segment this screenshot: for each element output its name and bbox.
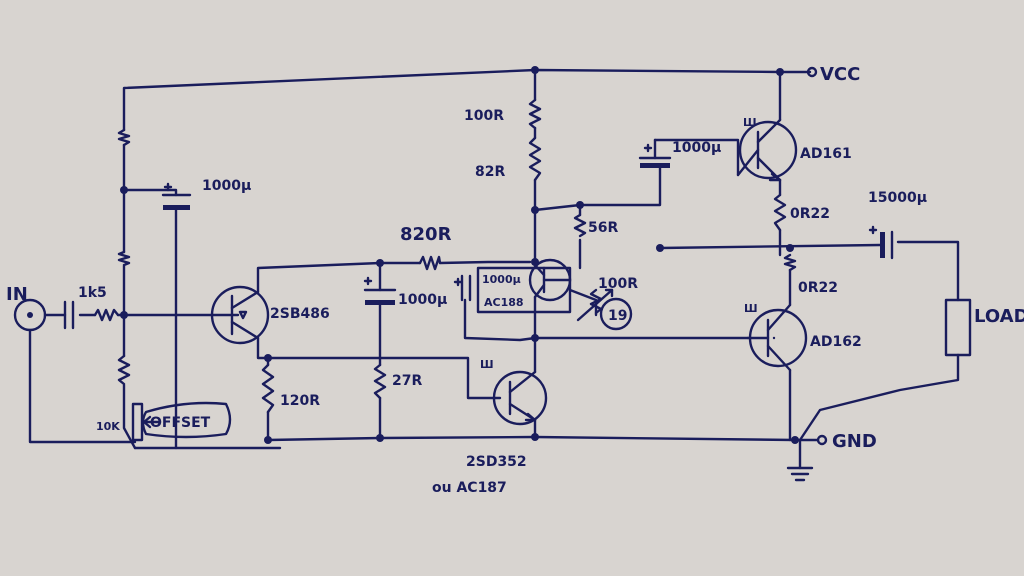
capacitor-output <box>868 225 894 260</box>
heatsink-mark-ad162: Ш <box>744 302 758 315</box>
junction-dots <box>120 66 799 444</box>
resistor-120r <box>261 363 275 414</box>
heatsink-mark-ad161: Ш <box>743 116 757 129</box>
label-820r: 820R <box>400 224 452 245</box>
label-1k5: 1k5 <box>78 285 107 301</box>
bias-block-outline <box>476 266 572 314</box>
capacitor-driver-decoupling <box>453 274 472 302</box>
vcc-label: VCC <box>820 64 860 85</box>
label-2sb486: 2SB486 <box>270 306 330 322</box>
resistor-bias-mid <box>117 250 131 267</box>
bias-tag-circle <box>599 297 633 331</box>
label-ad161: AD161 <box>800 146 852 162</box>
label-cap-output: 15000µ <box>868 190 927 206</box>
bias-tag-label: 19 <box>608 308 627 324</box>
label-ad162: AD162 <box>810 334 862 350</box>
wires <box>28 68 960 470</box>
label-cap-feedback: 1000µ <box>672 140 721 156</box>
transistor-2sd352 <box>492 370 548 426</box>
load-box <box>944 298 972 357</box>
label-ac188: AC188 <box>484 296 524 309</box>
trimmer-100r <box>576 288 614 322</box>
input-label: IN <box>6 284 28 305</box>
transistor-ad162 <box>746 303 808 372</box>
label-82r: 82R <box>475 164 505 180</box>
resistor-82r <box>528 136 542 182</box>
label-0r22-top: 0R22 <box>790 206 830 222</box>
load-label: LOAD <box>974 306 1024 327</box>
ground-symbol <box>786 466 814 482</box>
resistor-input-1k5 <box>93 308 120 322</box>
resistor-56r <box>573 213 587 238</box>
offset-label-outline <box>141 401 232 439</box>
label-cap-driver: 1000µ <box>482 273 521 286</box>
transistor-2sb486 <box>210 285 270 345</box>
resistor-bias-low <box>117 354 131 386</box>
resistor-27r <box>373 363 387 400</box>
capacitor-bootstrap <box>363 276 397 305</box>
resistor-0r22-top <box>773 193 787 232</box>
gnd-label: GND <box>832 431 877 452</box>
capacitor-bias-decoupling <box>161 182 192 210</box>
label-56r: 56R <box>588 220 618 236</box>
label-10k: 10K <box>96 420 120 433</box>
offset-label: OFFSET <box>150 415 211 431</box>
label-ac187: ou AC187 <box>432 480 507 496</box>
heatsink-mark-2sd352: Ш <box>480 358 494 371</box>
input-jack <box>13 298 47 332</box>
gnd-terminal <box>816 434 828 446</box>
resistor-820r <box>418 255 442 271</box>
resistor-bias-top <box>117 128 131 147</box>
vcc-terminal <box>806 66 818 78</box>
label-120r: 120R <box>280 393 320 409</box>
label-100r-trim: 100R <box>598 276 638 292</box>
resistor-0r22-bottom <box>783 253 797 272</box>
label-2sd352: 2SD352 <box>466 454 527 470</box>
label-cap-bias: 1000µ <box>202 178 251 194</box>
resistor-100r-top <box>528 98 542 130</box>
transistor-ad161 <box>736 118 798 182</box>
label-27r: 27R <box>392 373 422 389</box>
capacitor-feedback <box>638 138 672 168</box>
label-cap-bootstrap: 1000µ <box>398 292 447 308</box>
label-0r22-bottom: 0R22 <box>798 280 838 296</box>
capacitor-input <box>63 300 75 330</box>
label-100r-top: 100R <box>464 108 504 124</box>
